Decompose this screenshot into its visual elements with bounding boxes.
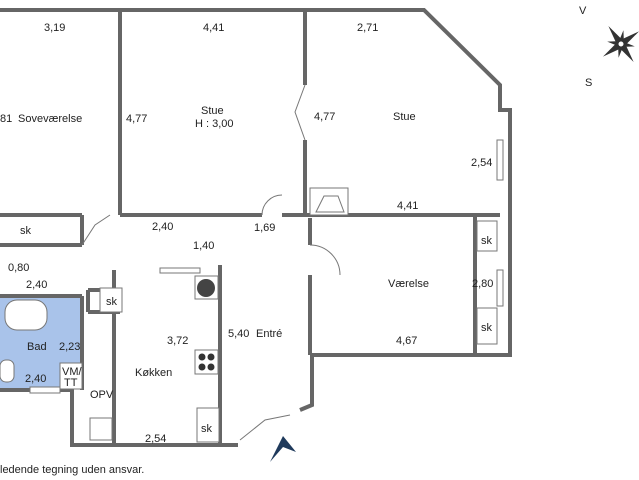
dim-bad-bottom: 2,40 (25, 373, 46, 385)
dim-top-right: 2,71 (357, 22, 378, 34)
door-swings (81, 84, 341, 441)
room-label-kokken: Køkken (135, 367, 172, 379)
disclaimer-text: ledende tegning uden ansvar. (0, 464, 144, 476)
dim-stue-right-side: 2,54 (471, 157, 492, 169)
fixtures (0, 187, 498, 443)
room-label-vaerelse: Værelse (388, 278, 429, 290)
storage-label: sk (201, 423, 213, 435)
compass-south-letter: S (585, 77, 592, 89)
room-label-stue-right: Stue (393, 111, 416, 123)
label-opv: OPV (90, 389, 114, 401)
dim-entre-side: 5,40 (228, 328, 249, 340)
dim-top-left: 3,19 (44, 22, 65, 34)
dim-kokken-side: 3,72 (167, 335, 188, 347)
label-vmtt-line2: TT (64, 377, 78, 389)
storage-label: sk (481, 235, 493, 247)
dim-stue-right-bottom: 4,41 (397, 200, 418, 212)
room-height-stue-left: H : 3,00 (195, 118, 234, 130)
room-label-bad: Bad (27, 341, 47, 353)
dim-sove-height: 81 (0, 113, 12, 125)
room-label-stue-left: Stue (201, 105, 224, 117)
dim-vaerelse-bottom: 4,67 (396, 335, 417, 347)
dim-kokken-bottom: 2,54 (145, 433, 166, 445)
dim-bad-top: 2,40 (26, 279, 47, 291)
dim-hall-169: 1,69 (254, 222, 275, 234)
dim-top-middle: 4,41 (203, 22, 224, 34)
storage-label: sk (106, 296, 118, 308)
entry-arrow-icon (270, 436, 296, 462)
storage-label: sk (20, 225, 32, 237)
windows (29, 139, 504, 394)
compass-north-letter: V (579, 5, 587, 17)
dim-bad-side: 2,23 (59, 341, 80, 353)
dim-vaerelse-side: 2,80 (472, 278, 493, 290)
dim-080: 0,80 (8, 262, 29, 274)
dim-stue-right-height: 4,77 (314, 111, 335, 123)
storage-label: sk (481, 322, 493, 334)
compass-rose-icon (602, 25, 639, 63)
dim-hall-140: 1,40 (193, 240, 214, 252)
label-vmtt-line1: VM/ (62, 366, 83, 378)
room-label-sovevaerelse: Soveværelse (18, 113, 82, 125)
dim-hall-240: 2,40 (152, 221, 173, 233)
walls (0, 8, 512, 447)
dim-stue-left-height: 4,77 (126, 113, 147, 125)
room-label-entre: Entré (256, 328, 282, 340)
